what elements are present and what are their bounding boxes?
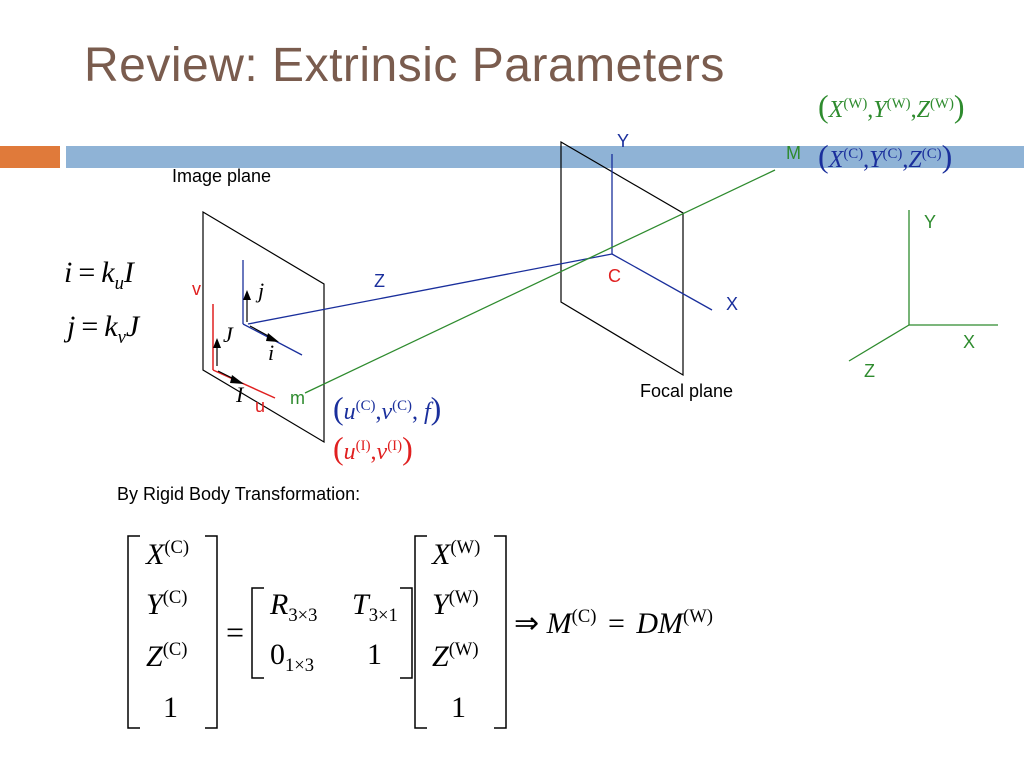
image-i-label: i: [268, 340, 275, 365]
slide-title: Review: Extrinsic Parameters: [84, 39, 725, 92]
one-entry: 1: [367, 638, 382, 671]
rotation-entry: R3×3: [270, 588, 318, 626]
header-bar: [66, 146, 1024, 168]
image-point-m-label: m: [290, 388, 305, 408]
optical-axis-z: [247, 253, 613, 325]
rigid-body-label: By Rigid Body Transformation:: [117, 484, 361, 504]
world-coordinates: (X(W),Y(W),Z(W)): [818, 88, 965, 124]
rhs-z: Z(W): [432, 639, 479, 673]
rhs-y: Y(W): [432, 587, 479, 621]
image-J-label: J: [223, 322, 233, 347]
rhs-x: X(W): [432, 537, 481, 571]
camera-x-label: X: [726, 294, 739, 314]
j-arrow-head: [243, 290, 251, 300]
camera-center-label: C: [608, 266, 621, 286]
i-arrow-head: [266, 333, 279, 342]
world-z-label: Z: [864, 361, 875, 381]
camera-z-label: Z: [374, 271, 385, 291]
translation-entry: T3×1: [352, 588, 398, 626]
zero-entry: 01×3: [270, 638, 315, 676]
pixel-v-label: v: [192, 279, 201, 299]
lhs-y: Y(C): [146, 587, 188, 621]
matrix-equals: =: [226, 614, 245, 650]
image-camera-coordinates: (u(C),v(C), f): [333, 390, 442, 426]
rhs-one: 1: [451, 691, 466, 724]
camera-y-label: Y: [617, 131, 630, 151]
world-y-label: Y: [924, 212, 937, 232]
camera-x-axis: [611, 253, 713, 311]
pixel-coordinates: (u(I),v(I)): [333, 430, 413, 466]
image-j-label: j: [258, 278, 265, 303]
accent-block: [0, 146, 60, 168]
lhs-one: 1: [163, 691, 178, 724]
world-x-label: X: [963, 332, 976, 352]
pixel-u-label: u: [255, 396, 266, 416]
image-I-label: I: [236, 382, 244, 407]
image-plane-label: Image plane: [172, 166, 272, 186]
I-arrow-head: [230, 375, 244, 384]
camera-coordinates: (X(C),Y(C),Z(C)): [818, 138, 953, 174]
projection-ray: [304, 169, 776, 394]
world-z-axis: [848, 324, 910, 362]
focal-plane-label: Focal plane: [640, 381, 734, 401]
lhs-x: X(C): [146, 537, 190, 571]
image-plane-outline: [202, 210, 325, 444]
J-arrow-head: [213, 338, 221, 348]
focal-plane-outline: [560, 140, 684, 377]
j-equation: j=kvJ: [67, 310, 140, 348]
lhs-z: Z(C): [146, 639, 188, 673]
world-point-M-label: M: [786, 143, 801, 163]
result-equation: ⇒ M(C) = DM(W): [514, 606, 713, 640]
i-equation: i=kuI: [64, 256, 134, 294]
